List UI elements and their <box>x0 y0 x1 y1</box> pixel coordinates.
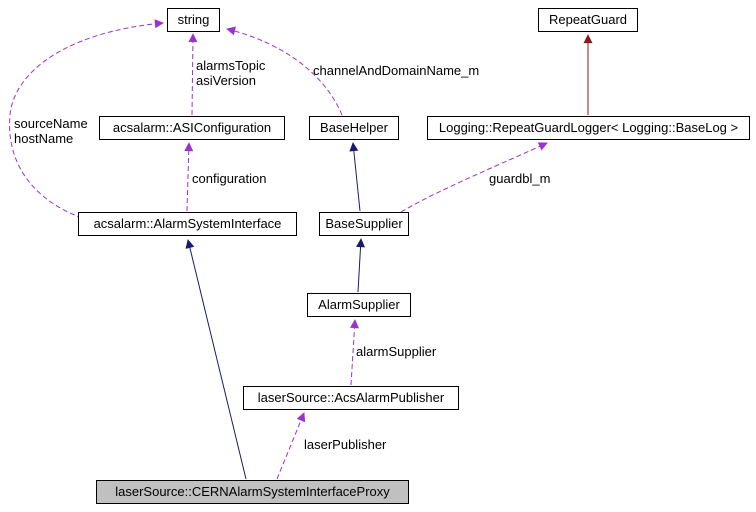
edge-label-line: alarmSupplier <box>356 344 437 359</box>
usage-edge-basesupplier-to-repeatguardlogger <box>400 142 548 213</box>
edge-label-line: alarmsTopic <box>196 58 266 73</box>
usage-edge-alarmsysteminterface-to-asiconfiguration <box>184 142 194 212</box>
edge-label-line: asiVersion <box>196 73 256 88</box>
edge-label-guardbl: guardbl_m <box>489 171 550 186</box>
node-cern-alarm-proxy[interactable]: laserSource::CERNAlarmSystemInterfacePro… <box>96 480 409 504</box>
edge-label-source-host-name: sourceName hostName <box>14 116 88 146</box>
node-alarm-system-interface[interactable]: acsalarm::AlarmSystemInterface <box>78 212 297 236</box>
usage-edge-asiconfiguration-to-string <box>188 33 198 116</box>
edge-label-line: laserPublisher <box>304 437 387 452</box>
edge-label-configuration: configuration <box>192 171 266 186</box>
edge-label-line: channelAndDomainName_m <box>313 63 480 78</box>
inheritance-edge-alarmsupplier-to-basesupplier <box>356 238 366 293</box>
edge-label-alarms-topic: alarmsTopic asiVersion <box>196 58 265 88</box>
node-string[interactable]: string <box>167 8 220 32</box>
edge-label-line: configuration <box>192 171 267 186</box>
edge-label-channel-and-domain-name: channelAndDomainName_m <box>313 63 479 78</box>
inheritance-edge-cernproxy-to-alarmsysteminterface <box>185 239 247 480</box>
edge-label-laser-publisher: laserPublisher <box>304 437 386 452</box>
node-acs-alarm-publisher[interactable]: laserSource::AcsAlarmPublisher <box>243 386 459 410</box>
node-repeat-guard-logger[interactable]: Logging::RepeatGuardLogger< Logging::Bas… <box>427 116 750 140</box>
usage-edge-acsalarmpublisher-to-alarmsupplier <box>350 319 359 386</box>
usage-edge-basehelper-to-string <box>226 26 343 116</box>
node-alarm-supplier[interactable]: AlarmSupplier <box>307 293 411 317</box>
node-base-supplier[interactable]: BaseSupplier <box>319 212 409 236</box>
edge-label-line: guardbl_m <box>489 171 551 186</box>
edge-label-line: hostName <box>14 131 74 146</box>
usage-edge-alarmsysteminterface-to-string <box>9 19 164 219</box>
edge-label-line: sourceName <box>14 116 88 131</box>
inheritance-edge-basesupplier-to-basehelper <box>349 142 361 212</box>
node-base-helper[interactable]: BaseHelper <box>309 116 399 140</box>
node-asi-configuration[interactable]: acsalarm::ASIConfiguration <box>99 116 285 140</box>
edge-label-alarm-supplier: alarmSupplier <box>356 344 436 359</box>
usage-edge-cernproxy-to-acsalarmpublisher <box>276 412 306 480</box>
node-repeat-guard[interactable]: RepeatGuard <box>538 8 638 32</box>
